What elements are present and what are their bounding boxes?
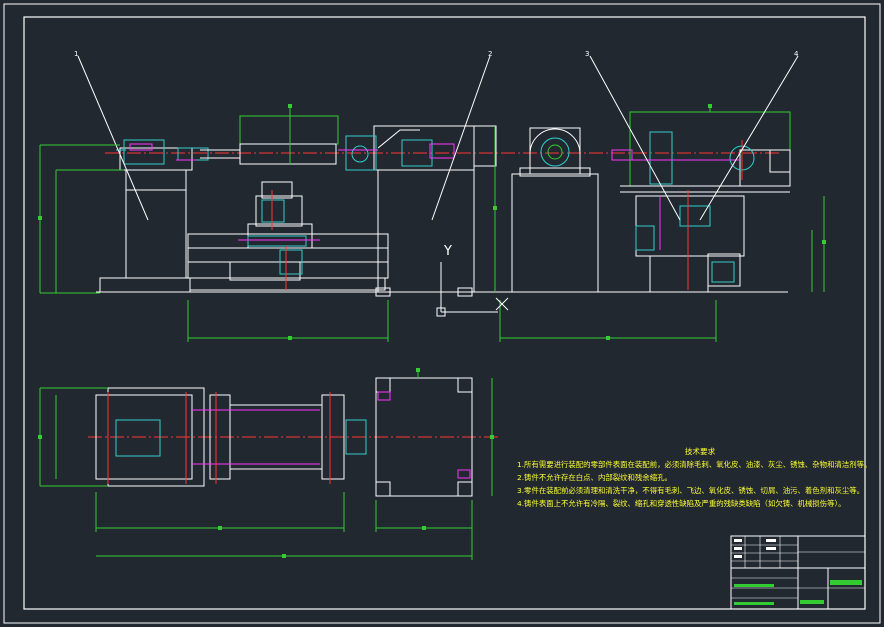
inner-border <box>23 16 866 610</box>
outer-border <box>3 3 881 624</box>
dimensions-front <box>39 106 825 342</box>
base-frame <box>187 181 389 291</box>
note-item-1: 1.所有需要进行装配的零部件表面在装配前，必须清除毛刺、氧化皮、油漆、灰尘、锈蚀… <box>517 460 872 469</box>
callout-4: 4 <box>794 50 799 58</box>
title-block <box>730 535 866 610</box>
technical-requirements: 技术要求 1.所有需要进行装配的零部件表面在装配前，必须清除毛刺、氧化皮、油漆、… <box>517 445 877 510</box>
drive-highlight <box>629 111 791 187</box>
callout-2: 2 <box>488 50 493 58</box>
note-item-4: 4.铸件表面上不允许有冷隔、裂纹、缩孔和穿透性缺陷及严重的残缺类缺陷（如欠铸、机… <box>517 499 846 508</box>
note-item-2: 2.铸件不允许存在白点、内部裂纹和残余缩孔。 <box>517 473 672 482</box>
roller-highlight <box>239 115 339 145</box>
front-view <box>38 55 826 342</box>
note-item-3: 3.零件在装配前必须清理和清洗干净，不得有毛刺、飞边、氧化皮、锈蚀、切屑、油污、… <box>517 486 865 495</box>
notes-title: 技术要求 <box>684 447 716 456</box>
ucs-y-label: Y <box>444 244 452 259</box>
right-stand <box>511 127 599 293</box>
drive-unit <box>620 149 791 293</box>
top-view <box>38 368 500 560</box>
ucs-icon <box>436 262 509 317</box>
callout-1: 1 <box>74 50 79 58</box>
roller <box>239 143 337 165</box>
callout-3: 3 <box>585 50 590 58</box>
